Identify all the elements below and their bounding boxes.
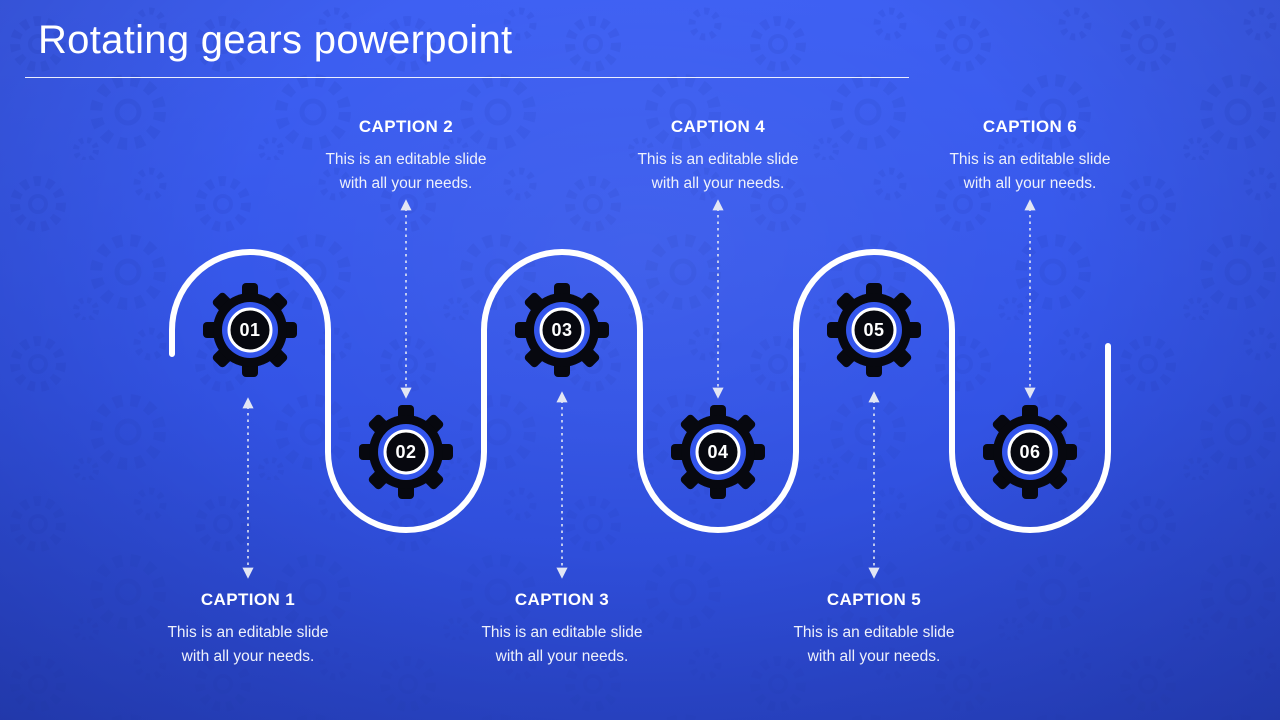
slide-title: Rotating gears powerpoint: [38, 18, 513, 62]
caption-block-6: CAPTION 6 This is an editable slide with…: [915, 117, 1145, 196]
gear-step-number: 03: [551, 319, 573, 340]
caption-body-line: with all your needs.: [807, 648, 941, 666]
gear-step-number: 05: [863, 319, 885, 340]
caption-title: CAPTION 2: [358, 117, 454, 136]
gear-step-number: 01: [239, 319, 261, 340]
flow-path: [169, 249, 1111, 533]
caption-body-line: This is an editable slide: [793, 624, 955, 641]
caption-title: CAPTION 3: [514, 590, 610, 609]
caption-body-line: This is an editable slide: [949, 151, 1111, 168]
caption-title: CAPTION 4: [670, 117, 766, 136]
caption-title: CAPTION 6: [982, 117, 1078, 136]
caption-title: CAPTION 1: [200, 590, 296, 609]
gear-step-6: 06: [982, 404, 1078, 500]
caption-body-line: This is an editable slide: [325, 151, 487, 168]
caption-body-line: with all your needs.: [963, 175, 1097, 193]
caption-body-line: with all your needs.: [339, 175, 473, 193]
title-underline: [25, 77, 909, 78]
caption-body-line: This is an editable slide: [481, 624, 643, 641]
caption-body-line: This is an editable slide: [167, 624, 329, 641]
caption-block-3: CAPTION 3 This is an editable slide with…: [447, 590, 677, 669]
caption-block-2: CAPTION 2 This is an editable slide with…: [291, 117, 521, 196]
caption-block-5: CAPTION 5 This is an editable slide with…: [759, 590, 989, 669]
caption-title: CAPTION 5: [826, 590, 922, 609]
caption-body-line: This is an editable slide: [637, 151, 799, 168]
gear-step-2: 02: [358, 404, 454, 500]
caption-body-line: with all your needs.: [651, 175, 785, 193]
caption-block-1: CAPTION 1 This is an editable slide with…: [133, 590, 363, 669]
caption-body: This is an editable slide with all your …: [291, 148, 521, 196]
gear-step-3: 03: [514, 282, 610, 378]
caption-body-line: with all your needs.: [181, 648, 315, 666]
caption-block-4: CAPTION 4 This is an editable slide with…: [603, 117, 833, 196]
caption-body: This is an editable slide with all your …: [759, 621, 989, 669]
gear-step-number: 06: [1019, 441, 1041, 462]
gear-step-1: 01: [202, 282, 298, 378]
caption-body-line: with all your needs.: [495, 648, 629, 666]
gear-step-4: 04: [670, 404, 766, 500]
caption-body: This is an editable slide with all your …: [915, 148, 1145, 196]
gear-step-number: 04: [707, 441, 729, 462]
gear-step-5: 05: [826, 282, 922, 378]
caption-body: This is an editable slide with all your …: [133, 621, 363, 669]
caption-body: This is an editable slide with all your …: [603, 148, 833, 196]
caption-body: This is an editable slide with all your …: [447, 621, 677, 669]
gear-step-number: 02: [395, 441, 417, 462]
